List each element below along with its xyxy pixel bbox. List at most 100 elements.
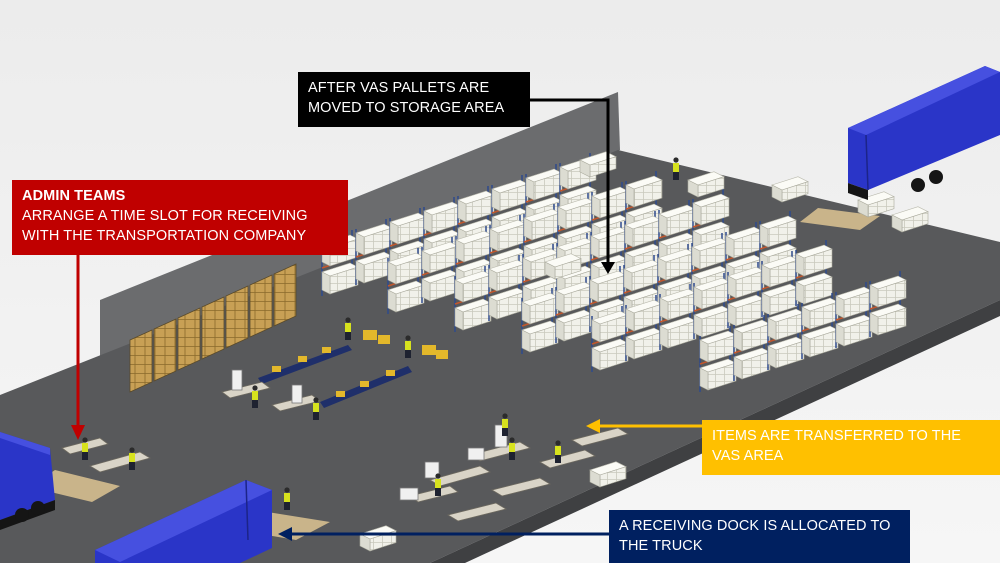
worker — [509, 437, 515, 460]
wall-shelving — [129, 263, 297, 393]
pallet-load — [767, 308, 805, 341]
carton-shelf — [177, 307, 201, 371]
pallet-load — [659, 316, 697, 349]
pallet-load — [767, 336, 805, 369]
worker — [82, 437, 88, 460]
dock-arrow — [278, 527, 609, 541]
pallet-load — [523, 208, 561, 241]
callout-admin-line-1: ARRANGE A TIME SLOT FOR RECEIVING — [22, 208, 308, 224]
pallet-load — [423, 201, 461, 234]
floor-pallet — [359, 525, 397, 552]
floor-pallet — [857, 191, 895, 218]
callout-vas-line-1: ITEMS ARE TRANSFERRED TO THE — [712, 428, 962, 444]
pallet-load — [489, 219, 527, 252]
floor-pallet — [687, 171, 725, 198]
floor-pallet — [771, 176, 809, 203]
pallet-load — [589, 270, 627, 303]
pallet-load — [625, 299, 663, 332]
rack-row — [591, 240, 833, 372]
vas-arrow — [586, 419, 702, 433]
pallet-load — [355, 251, 393, 284]
floor-pallets — [359, 151, 929, 552]
worker — [284, 487, 290, 510]
callout-admin-title: ADMIN TEAMS — [22, 188, 126, 204]
pallet-load — [591, 310, 629, 343]
pallet-load — [521, 292, 559, 325]
pallet-load — [725, 226, 763, 259]
pallet-load — [387, 252, 425, 285]
worker — [502, 413, 508, 436]
pallet-load — [761, 283, 799, 316]
worker — [252, 385, 258, 408]
pallet-load — [355, 223, 393, 256]
pallet-load — [488, 259, 526, 292]
pallet-load — [555, 309, 593, 342]
pallet-load — [557, 197, 595, 230]
pallet-load — [733, 347, 771, 380]
pallet-load — [869, 275, 907, 308]
pallet-load — [454, 298, 492, 331]
truck-bottom-left — [0, 432, 55, 530]
pallet-load — [693, 305, 731, 338]
worker — [313, 397, 319, 420]
pallet-load — [658, 204, 696, 237]
callout-dock-line-2: THE TRUCK — [619, 538, 703, 554]
callout-dock-line-1: A RECEIVING DOCK IS ALLOCATED TO — [619, 518, 891, 534]
vas-equipment — [231, 369, 508, 501]
pallet-load — [699, 358, 737, 391]
pallet-load — [693, 277, 731, 310]
pallet-load — [321, 262, 359, 295]
worker — [129, 447, 135, 470]
worker — [435, 473, 441, 496]
pallet-load — [387, 280, 425, 313]
pallet-load — [421, 241, 459, 274]
pallet-load — [521, 320, 559, 353]
pallet-load — [761, 255, 799, 288]
floor-pallet — [544, 253, 582, 280]
pallet-load — [555, 281, 593, 314]
carton-shelf — [249, 274, 273, 338]
floor-pallet — [891, 206, 929, 233]
pallet-load — [491, 179, 529, 212]
pallet-load — [624, 215, 662, 248]
callout-storage-line-1: AFTER VAS PALLETS ARE — [308, 80, 490, 96]
pallet-load — [795, 272, 833, 305]
carton-shelf — [201, 296, 225, 360]
rack-row — [521, 211, 797, 354]
worker — [555, 440, 561, 463]
callout-receiving-dock: A RECEIVING DOCK IS ALLOCATED TO THE TRU… — [609, 510, 910, 563]
worker — [405, 335, 411, 358]
storage-arrow — [530, 98, 615, 274]
worker — [345, 317, 351, 340]
pallet-load — [801, 297, 839, 330]
floor-pallet — [589, 461, 627, 488]
callout-vas-line-2: VAS AREA — [712, 448, 784, 464]
pallet-load — [625, 327, 663, 360]
pallet-load — [727, 294, 765, 327]
callout-admin-teams: ADMIN TEAMS ARRANGE A TIME SLOT FOR RECE… — [12, 180, 348, 255]
pallet-load — [869, 303, 907, 336]
carton-shelf — [225, 285, 249, 349]
callout-admin-line-2: WITH THE TRANSPORTATION COMPANY — [22, 228, 307, 244]
truck-bottom-center — [95, 479, 272, 563]
carton-shelf — [129, 329, 153, 393]
pallet-load — [421, 269, 459, 302]
pallet-load — [835, 314, 873, 347]
conveyor-lines — [258, 330, 448, 408]
pallet-load — [691, 237, 729, 270]
pallet-load — [657, 248, 695, 281]
pallet-load — [759, 215, 797, 248]
truck-top-right — [848, 66, 1000, 200]
callout-storage-line-2: MOVED TO STORAGE AREA — [308, 100, 505, 116]
admin-arrow — [71, 255, 85, 440]
pallet-load — [455, 230, 493, 263]
workers — [82, 157, 679, 510]
callout-vas-transfer: ITEMS ARE TRANSFERRED TO THE VAS AREA — [702, 420, 1000, 475]
storage-racks — [321, 153, 907, 392]
pallet-load — [389, 212, 427, 245]
carton-shelf — [273, 263, 297, 327]
pallet-load — [454, 270, 492, 303]
warehouse-floor — [0, 150, 1000, 563]
pallet-load — [835, 286, 873, 319]
